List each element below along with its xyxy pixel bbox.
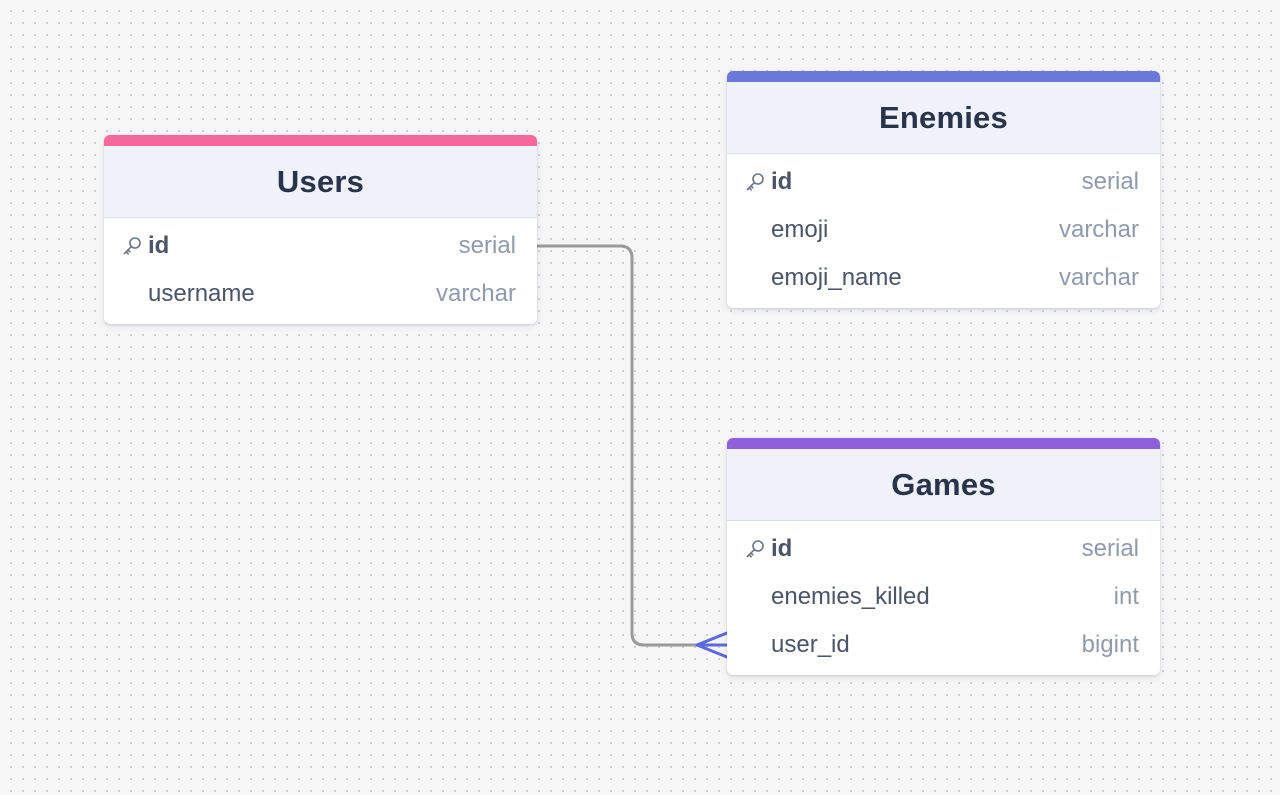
table-games[interactable]: Games id serial enemies_killed int user_… xyxy=(727,438,1160,675)
table-users[interactable]: Users id serial username varchar xyxy=(104,135,537,324)
field-type: bigint xyxy=(1081,631,1139,658)
field-row-games-enemies-killed[interactable]: enemies_killed int xyxy=(727,573,1160,621)
field-row-enemies-emoji[interactable]: emoji varchar xyxy=(727,206,1160,254)
field-type: varchar xyxy=(435,280,516,307)
table-enemies-accent xyxy=(727,71,1160,82)
field-type: varchar xyxy=(1058,264,1139,291)
key-slot-empty xyxy=(122,282,148,306)
field-row-enemies-emoji-name[interactable]: emoji_name varchar xyxy=(727,254,1160,302)
field-name: emoji xyxy=(771,216,829,243)
field-row-users-id[interactable]: id serial xyxy=(104,222,537,270)
table-enemies[interactable]: Enemies id serial emoji varchar emoji_na… xyxy=(727,71,1160,308)
field-name: username xyxy=(148,280,255,307)
table-enemies-header[interactable]: Enemies xyxy=(727,82,1160,154)
table-enemies-title: Enemies xyxy=(879,99,1008,135)
key-icon xyxy=(745,170,771,194)
field-name: id xyxy=(148,232,170,259)
field-name: emoji_name xyxy=(771,264,902,291)
field-name: enemies_killed xyxy=(771,583,930,610)
table-enemies-fields: id serial emoji varchar emoji_name varch… xyxy=(727,154,1160,308)
key-icon xyxy=(122,234,148,258)
field-type: serial xyxy=(1081,535,1139,562)
field-row-games-user-id[interactable]: user_id bigint xyxy=(727,621,1160,669)
field-row-users-username[interactable]: username varchar xyxy=(104,270,537,318)
key-slot-empty xyxy=(745,633,771,657)
relation-line xyxy=(537,244,727,647)
field-row-enemies-id[interactable]: id serial xyxy=(727,158,1160,206)
key-slot-empty xyxy=(745,585,771,609)
field-name: id xyxy=(771,168,793,195)
field-name: id xyxy=(771,535,793,562)
field-type: serial xyxy=(1081,168,1139,195)
table-games-accent xyxy=(727,438,1160,449)
table-games-header[interactable]: Games xyxy=(727,449,1160,521)
table-users-fields: id serial username varchar xyxy=(104,218,537,324)
field-type: serial xyxy=(458,232,516,259)
table-users-accent xyxy=(104,135,537,146)
table-games-title: Games xyxy=(891,466,996,502)
key-slot-empty xyxy=(745,218,771,242)
table-users-title: Users xyxy=(276,163,365,199)
key-slot-empty xyxy=(745,266,771,290)
table-games-fields: id serial enemies_killed int user_id big… xyxy=(727,521,1160,675)
field-name: user_id xyxy=(771,631,850,658)
field-type: int xyxy=(1113,583,1139,610)
field-type: varchar xyxy=(1058,216,1139,243)
key-icon xyxy=(745,537,771,561)
field-row-games-id[interactable]: id serial xyxy=(727,525,1160,573)
table-users-header[interactable]: Users xyxy=(104,146,537,218)
crowfoot-icon xyxy=(695,631,729,659)
